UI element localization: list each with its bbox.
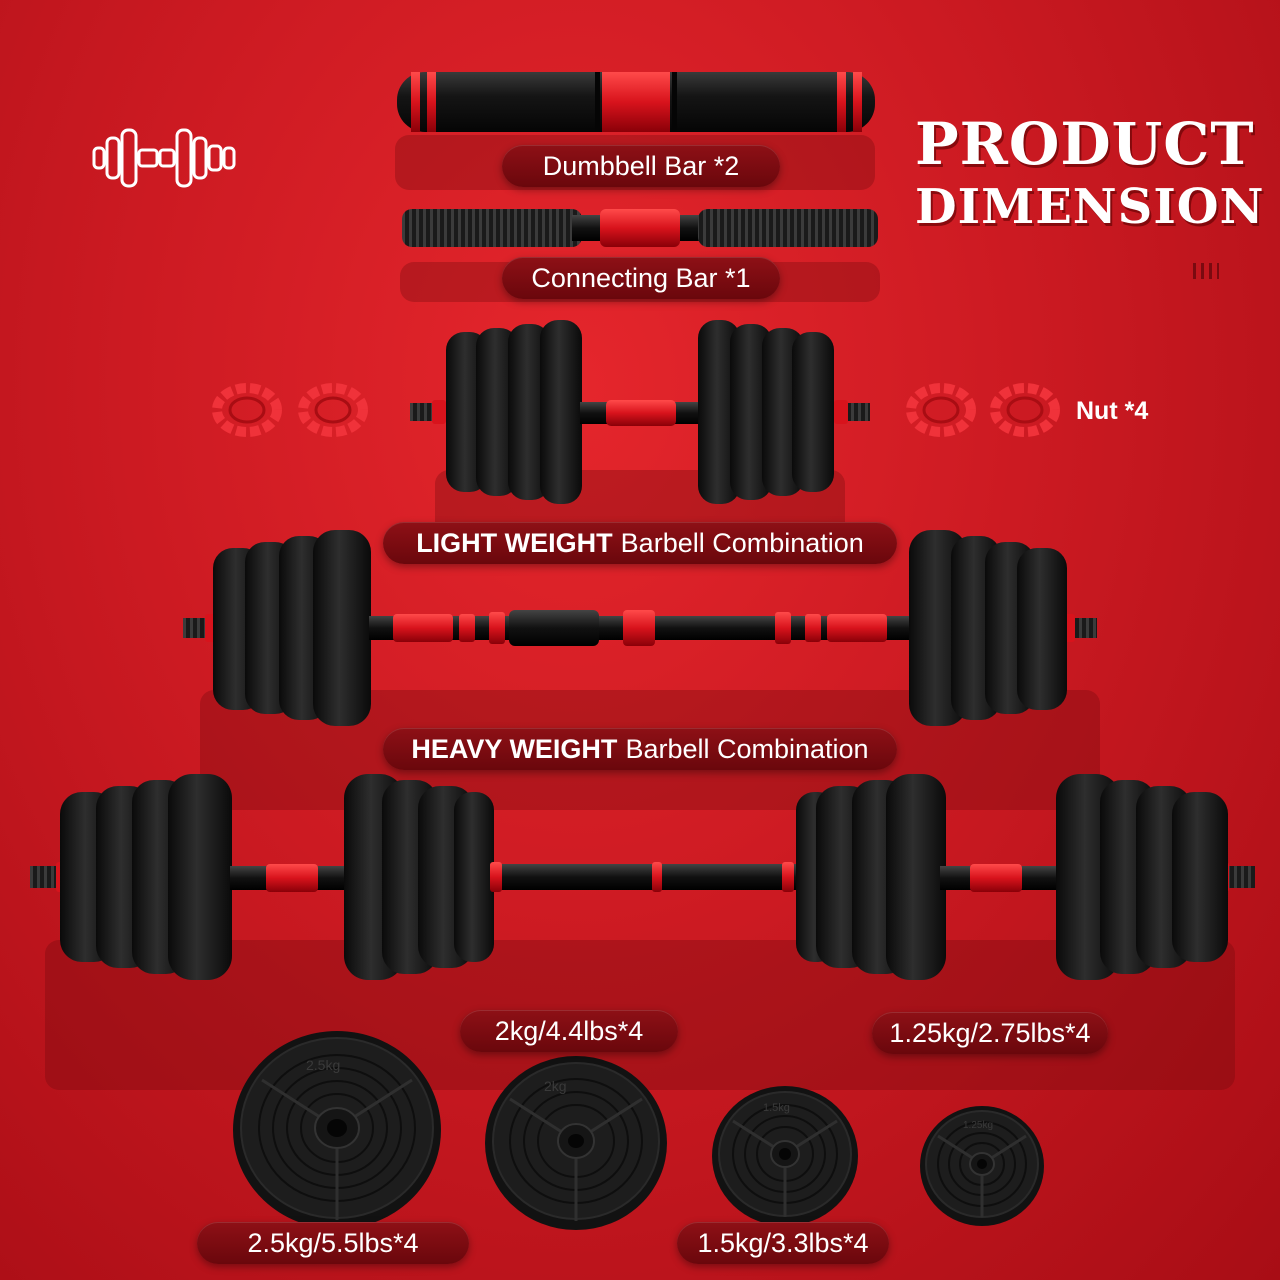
heavy-weight-label: HEAVY WEIGHT Barbell Combination [383, 728, 897, 770]
plate-2kg-label: 2kg/4.4lbs*4 [460, 1010, 678, 1052]
plate-2kg-image: 2kg [485, 1056, 667, 1230]
plate-1-5kg-label: 1.5kg/3.3lbs*4 [677, 1222, 889, 1264]
nut-label: Nut *4 [1076, 397, 1149, 425]
plate-2kg-marking: 2kg [544, 1078, 567, 1094]
dumbbell-outline-icon [92, 128, 236, 188]
light-weight-strong: LIGHT WEIGHT [416, 527, 613, 558]
connecting-bar-label: Connecting Bar *1 [502, 257, 780, 299]
page-title-line-1: PRODUCT [915, 110, 1255, 178]
page-title-line-2: DIMENSION [915, 179, 1265, 235]
plate-1-5kg-marking: 1.5kg [763, 1102, 790, 1114]
plate-2-5kg-image: 2.5kg [233, 1031, 441, 1229]
plate-2-5kg-marking: 2.5kg [306, 1057, 340, 1073]
heavy-weight-strong: HEAVY WEIGHT [411, 733, 618, 764]
connecting-bar-image [402, 209, 878, 247]
dumbbell-bar-label: Dumbbell Bar *2 [502, 145, 780, 187]
plate-1-25kg-marking: 1.25kg [963, 1120, 993, 1131]
dumbbell-bar-image [397, 72, 875, 132]
nut-right-2 [990, 383, 1060, 437]
light-barbell-image [183, 530, 1097, 726]
dumbbell-assembly-image [410, 320, 870, 504]
plate-1-25kg-label: 1.25kg/2.75lbs*4 [872, 1012, 1108, 1054]
plate-1-5kg-image: 1.5kg [712, 1086, 858, 1226]
nut-left-1 [212, 383, 282, 437]
light-weight-rest: Barbell Combination [620, 527, 864, 558]
title-tick-marks [1193, 263, 1219, 279]
light-weight-label: LIGHT WEIGHT Barbell Combination [383, 522, 897, 564]
heavy-barbell-image [30, 774, 1255, 980]
nut-right-1 [906, 383, 976, 437]
plate-2-5kg-label: 2.5kg/5.5lbs*4 [197, 1222, 469, 1264]
nut-left-2 [298, 383, 368, 437]
heavy-weight-rest: Barbell Combination [625, 733, 869, 764]
plate-1-25kg-image: 1.25kg [920, 1106, 1044, 1226]
